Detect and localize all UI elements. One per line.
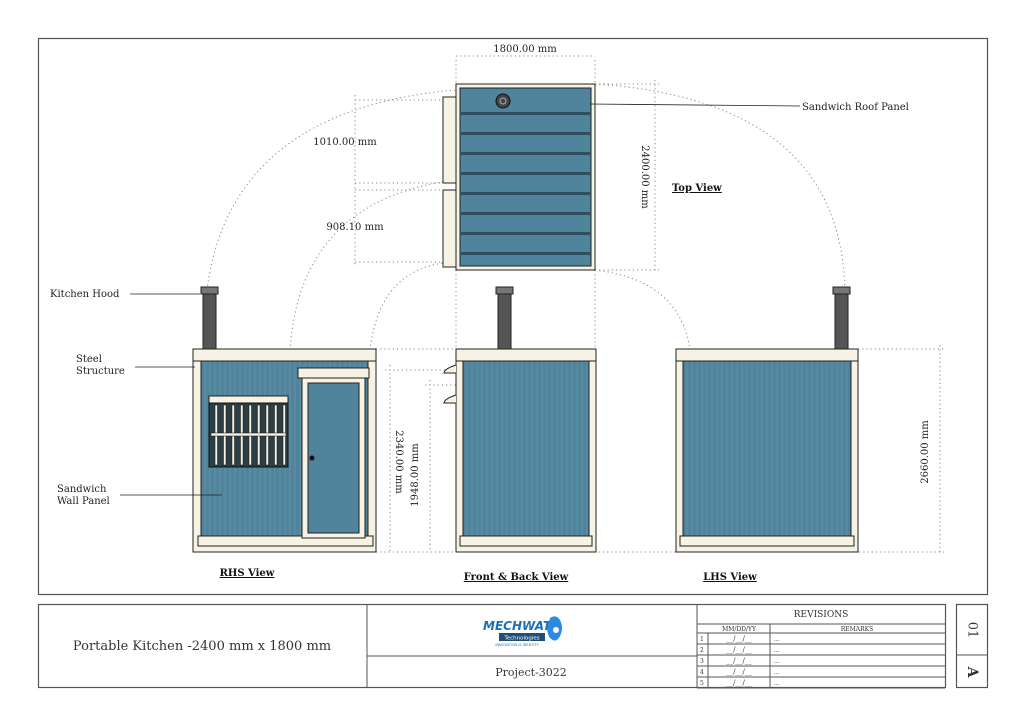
dim-2340: 2340.00 mm — [393, 430, 404, 494]
label-kitchen-hood: Kitchen Hood — [50, 289, 120, 300]
revision-row: 3 __/__/__... — [700, 657, 780, 665]
revision-no: 4 — [700, 669, 704, 676]
lhs-view — [675, 286, 859, 553]
revision-date: __/__/__ — [726, 646, 752, 654]
sheet-number: 01 — [965, 622, 980, 639]
title-block — [37, 603, 989, 689]
drawing-title: Portable Kitchen -2400 mm x 1800 mm — [73, 639, 331, 654]
front-back-view — [443, 286, 597, 553]
revision-date: __/__/__ — [726, 679, 752, 687]
revision-remarks: ... — [774, 636, 780, 643]
revisions-heading: REVISIONS — [794, 610, 849, 620]
dim-1010: 1010.00 mm — [313, 137, 377, 148]
dim-2660: 2660.00 mm — [920, 420, 931, 484]
revision-remarks: ... — [774, 647, 780, 654]
revision-row: 2 __/__/__... — [700, 646, 780, 654]
dim-width: 1800.00 mm — [493, 44, 557, 55]
label-steel-structure-1: Steel — [76, 354, 102, 365]
revision-remarks: ... — [774, 658, 780, 665]
label-wall-panel-2: Wall Panel — [57, 496, 110, 507]
view-title-lhs: LHS View — [703, 572, 757, 583]
drawing-border — [37, 37, 989, 596]
revision-no: 5 — [700, 680, 704, 687]
label-steel-structure-2: Structure — [76, 366, 125, 377]
view-title-top: Top View — [672, 183, 722, 194]
view-title-front-back: Front & Back View — [464, 572, 569, 583]
label-roof-panel: Sandwich Roof Panel — [802, 102, 909, 113]
view-title-rhs: RHS View — [220, 568, 275, 579]
dim-1948: 1948.00 mm — [410, 443, 421, 507]
top-view — [442, 83, 801, 271]
rhs-view — [192, 286, 377, 553]
logo-tagline: INNOVATION IS IDENTITY — [495, 643, 539, 647]
dim-908: 908.10 mm — [326, 222, 384, 233]
revision-row: 4 __/__/__... — [700, 668, 780, 676]
revision-no: 1 — [700, 636, 704, 643]
revision-date: __/__/__ — [726, 668, 752, 676]
revision-no: 2 — [700, 647, 704, 654]
sheet-size: A — [964, 666, 980, 679]
revision-remarks: ... — [774, 680, 780, 687]
revisions-col-date: MM/DD/YY — [722, 626, 757, 633]
revision-row: 1 __/__/__... — [700, 635, 780, 643]
revision-no: 3 — [700, 658, 704, 665]
revision-date: __/__/__ — [726, 657, 752, 665]
revision-remarks: ... — [774, 669, 780, 676]
dim-depth: 2400.00 mm — [639, 145, 650, 209]
project-number: Project-3022 — [495, 666, 567, 679]
revision-date: __/__/__ — [726, 635, 752, 643]
logo-name: MECHWAT — [483, 619, 552, 633]
revision-row: 5 __/__/__... — [700, 679, 780, 687]
construction-lines — [206, 55, 945, 553]
revisions-col-remarks: REMARKS — [841, 626, 873, 633]
logo-sub: Technologies — [503, 636, 539, 642]
label-wall-panel-1: Sandwich — [57, 484, 107, 495]
company-logo: MECHWAT Technologies INNOVATION IS IDENT… — [483, 616, 562, 647]
